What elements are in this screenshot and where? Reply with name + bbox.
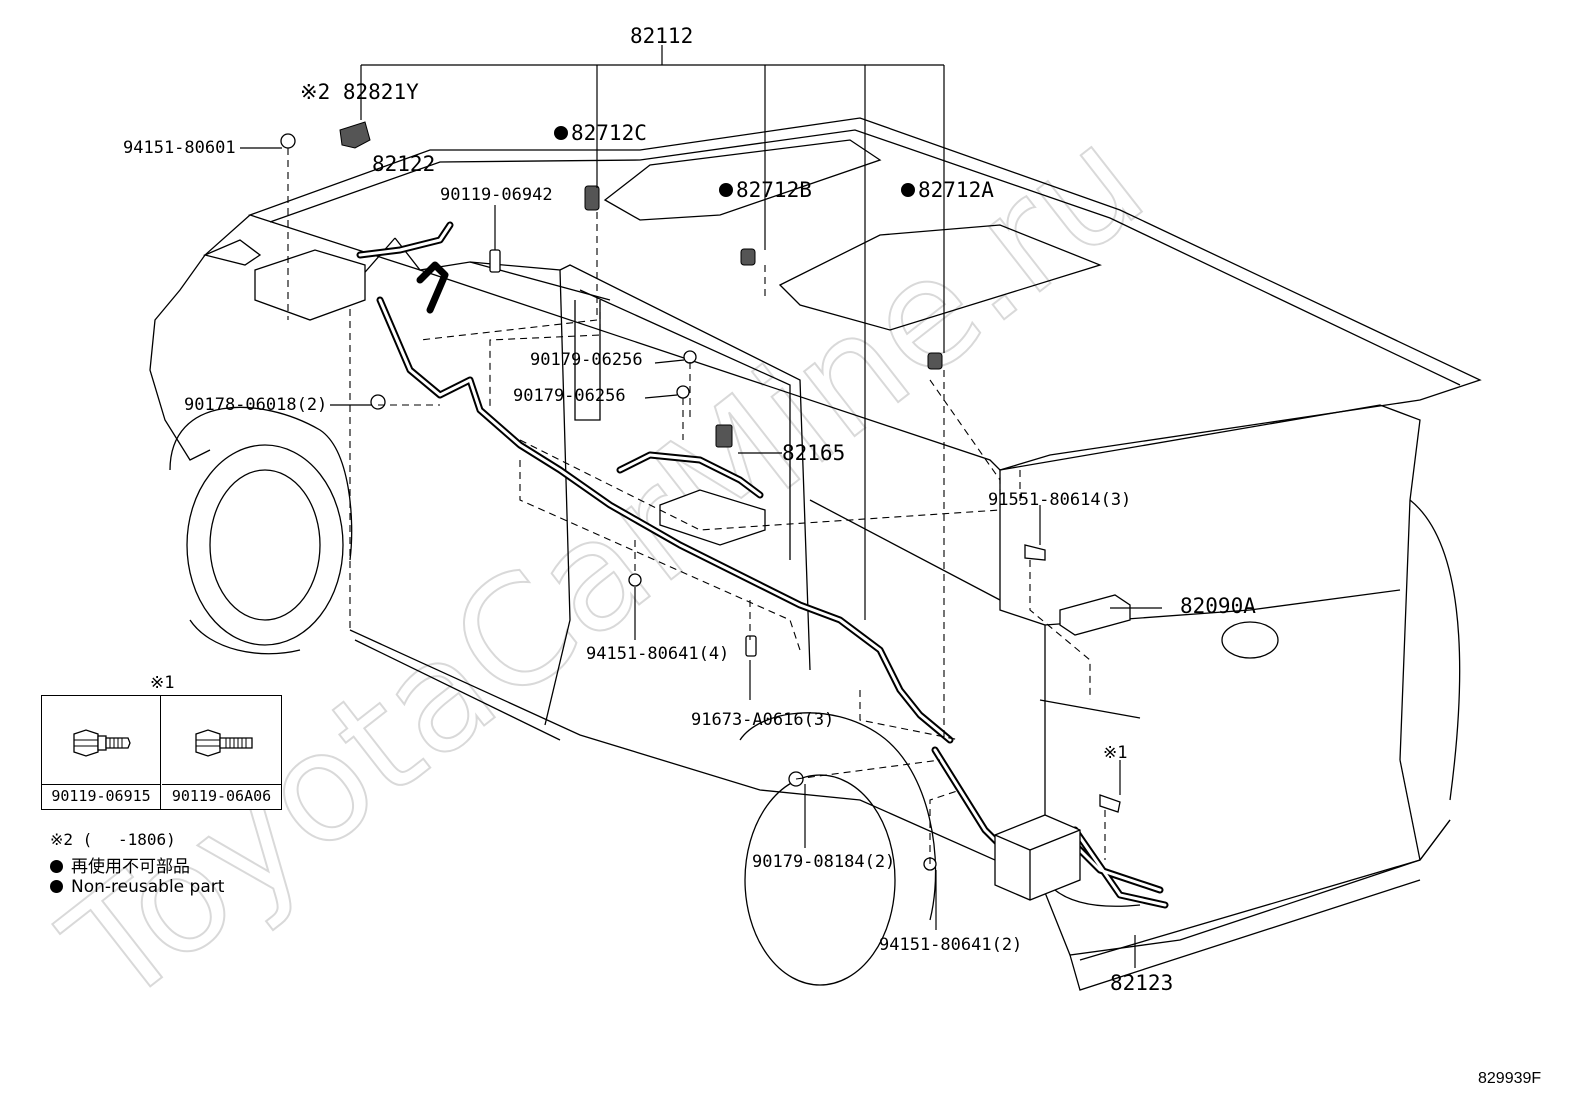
label-90179-06256-a: 90179-06256: [530, 350, 643, 370]
legend-part-2: 90119-06A06: [171, 787, 272, 805]
label-82712b: 82712B: [736, 178, 812, 202]
legend-cell-90119-06915: 90119-06915: [42, 696, 161, 809]
label-91551-80614: 91551-80614(3): [988, 490, 1131, 510]
bullet-icon: [50, 860, 63, 873]
bullet-icon: [50, 880, 63, 893]
wire-harness-82112: [356, 221, 1169, 909]
label-82712a: 82712A: [918, 178, 994, 202]
label-82112: 82112: [630, 24, 693, 48]
label-94151-80641-2: 94151-80641(2): [879, 935, 1022, 955]
label-82165: 82165: [782, 441, 845, 465]
nonreusable-marker-a: [901, 183, 915, 197]
label-82123: 82123: [1110, 971, 1173, 995]
label-94151-80641-4: 94151-80641(4): [586, 644, 729, 664]
nonreusable-marker-c: [554, 126, 568, 140]
label-90179-06256-b: 90179-06256: [513, 386, 626, 406]
legend-mark: ※1: [150, 673, 174, 693]
figure-id: 829939F: [1478, 1070, 1541, 1087]
callout-labels: 82112 ※2 82821Y 94151-80601 82122 82712C…: [123, 24, 1541, 1087]
note-nonreusable-jp: 再使用不可部品: [50, 852, 190, 877]
legend-divider: [42, 784, 160, 785]
label-82122: 82122: [372, 152, 435, 176]
legend-cell-90119-06a06: 90119-06A06: [162, 696, 281, 809]
label-82712b-group: 82712B: [719, 178, 812, 202]
note-jp-text: 再使用不可部品: [71, 857, 190, 877]
vehicle-outline: [149, 117, 1482, 991]
label-82712c-group: 82712C: [554, 121, 647, 145]
label-82090a: 82090A: [1180, 594, 1256, 618]
flange-bolt-icon: [73, 729, 131, 757]
nonreusable-marker-b: [719, 183, 733, 197]
watermark: ToyotaCarMine.ru: [34, 94, 1175, 1038]
note-en-text: Non-reusable part: [71, 877, 225, 897]
legend-divider: [162, 784, 281, 785]
label-82712a-group: 82712A: [901, 178, 994, 202]
label-82821y: ※2 82821Y: [300, 80, 419, 104]
label-90178-06018: 90178-06018(2): [184, 395, 327, 415]
legend-box: 90119-06915 90119-06A06: [41, 695, 282, 810]
label-82712c: 82712C: [571, 121, 647, 145]
note-nonreusable-en: Non-reusable part: [50, 877, 224, 897]
leader-lines: [240, 45, 1162, 968]
hex-bolt-icon: [195, 729, 253, 757]
legend-part-1: 90119-06915: [51, 787, 151, 805]
note-2: ※2 ( -1806): [50, 830, 176, 849]
label-90119-06942: 90119-06942: [440, 185, 553, 205]
label-90179-08184: 90179-08184(2): [752, 852, 895, 872]
label-91673-a0616: 91673-A0616(3): [691, 710, 834, 730]
label-mark1-right: ※1: [1103, 743, 1127, 763]
label-94151-80601: 94151-80601: [123, 138, 236, 158]
component-shapes: [254, 121, 1131, 901]
